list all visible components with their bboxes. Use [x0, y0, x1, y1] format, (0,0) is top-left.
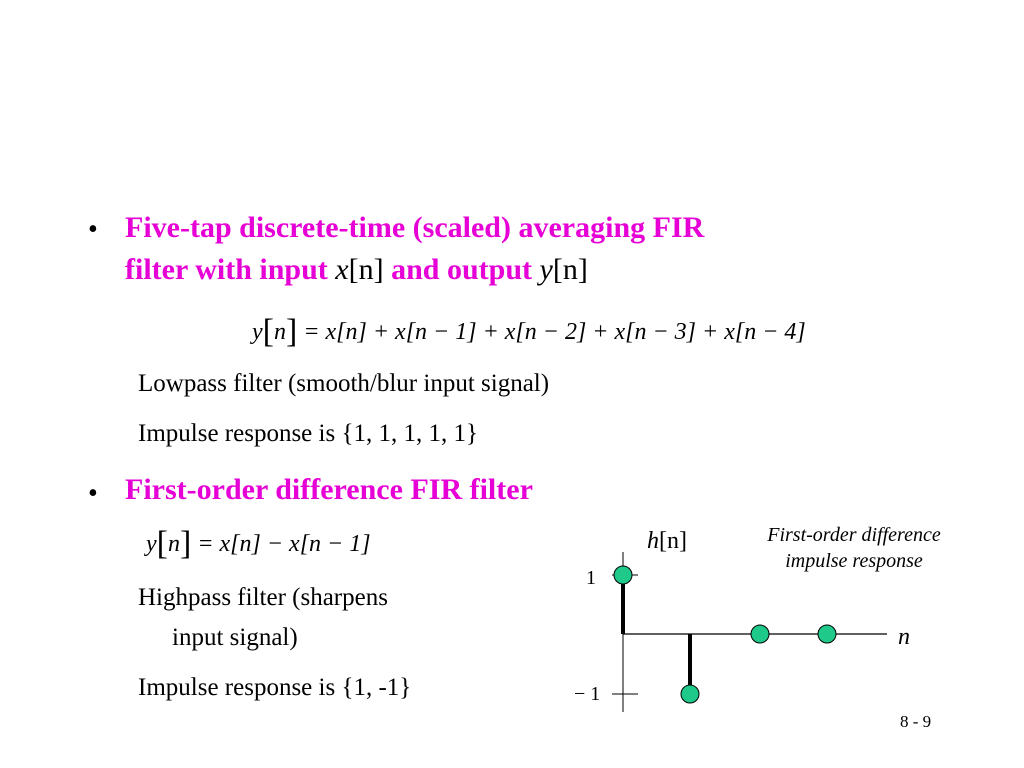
highpass-text-line1: Highpass filter (sharpens: [138, 584, 388, 611]
marker-n2: [750, 624, 770, 644]
heading-first-order-difference: First-order difference FIR filter: [125, 473, 533, 506]
tick-label-neg: − 1: [574, 683, 600, 705]
ylabel: h[n]: [647, 528, 687, 554]
heading-five-tap-line2: filter with input x[n] and output y[n]: [125, 249, 588, 291]
equation2-rhs: = x[n] − x[n − 1]: [197, 531, 371, 557]
highpass-text-line2: input signal): [172, 624, 298, 651]
difference-filter-equation: y[n] = x[n] − x[n − 1]: [146, 525, 371, 562]
heading-five-tap-line1: Five-tap discrete-time (scaled) averagin…: [125, 211, 705, 244]
bullet-dot-1: •: [88, 214, 98, 245]
marker-n1: [680, 684, 700, 704]
impulse-response-difference: Impulse response is {1, -1}: [138, 674, 412, 701]
plot-caption: First-order difference impulse response: [767, 524, 941, 572]
input-signal-label: x[n]: [335, 253, 384, 286]
averaging-filter-equation: y[n] = x[n] + x[n − 1] + x[n − 2] + x[n …: [252, 313, 806, 350]
tick-label-pos: 1: [586, 567, 596, 589]
heading-line2-text: filter with input: [125, 253, 328, 286]
marker-n0: [613, 565, 633, 585]
impulse-response-five-tap: Impulse response is {1, 1, 1, 1, 1}: [138, 420, 478, 447]
equation-rhs: = x[n] + x[n − 1] + x[n − 2] + x[n − 3] …: [303, 319, 806, 345]
heading-and-output: and output: [391, 253, 533, 286]
lowpass-text: Lowpass filter (smooth/blur input signal…: [138, 370, 550, 397]
marker-n3: [817, 624, 837, 644]
bullet-dot-2: •: [88, 478, 98, 509]
page-number: 8 - 9: [900, 712, 932, 731]
output-signal-label: y[n]: [539, 253, 588, 286]
impulse-response-plot: 1 − 1 h[n] n: [574, 528, 910, 712]
xlabel: n: [898, 624, 910, 650]
